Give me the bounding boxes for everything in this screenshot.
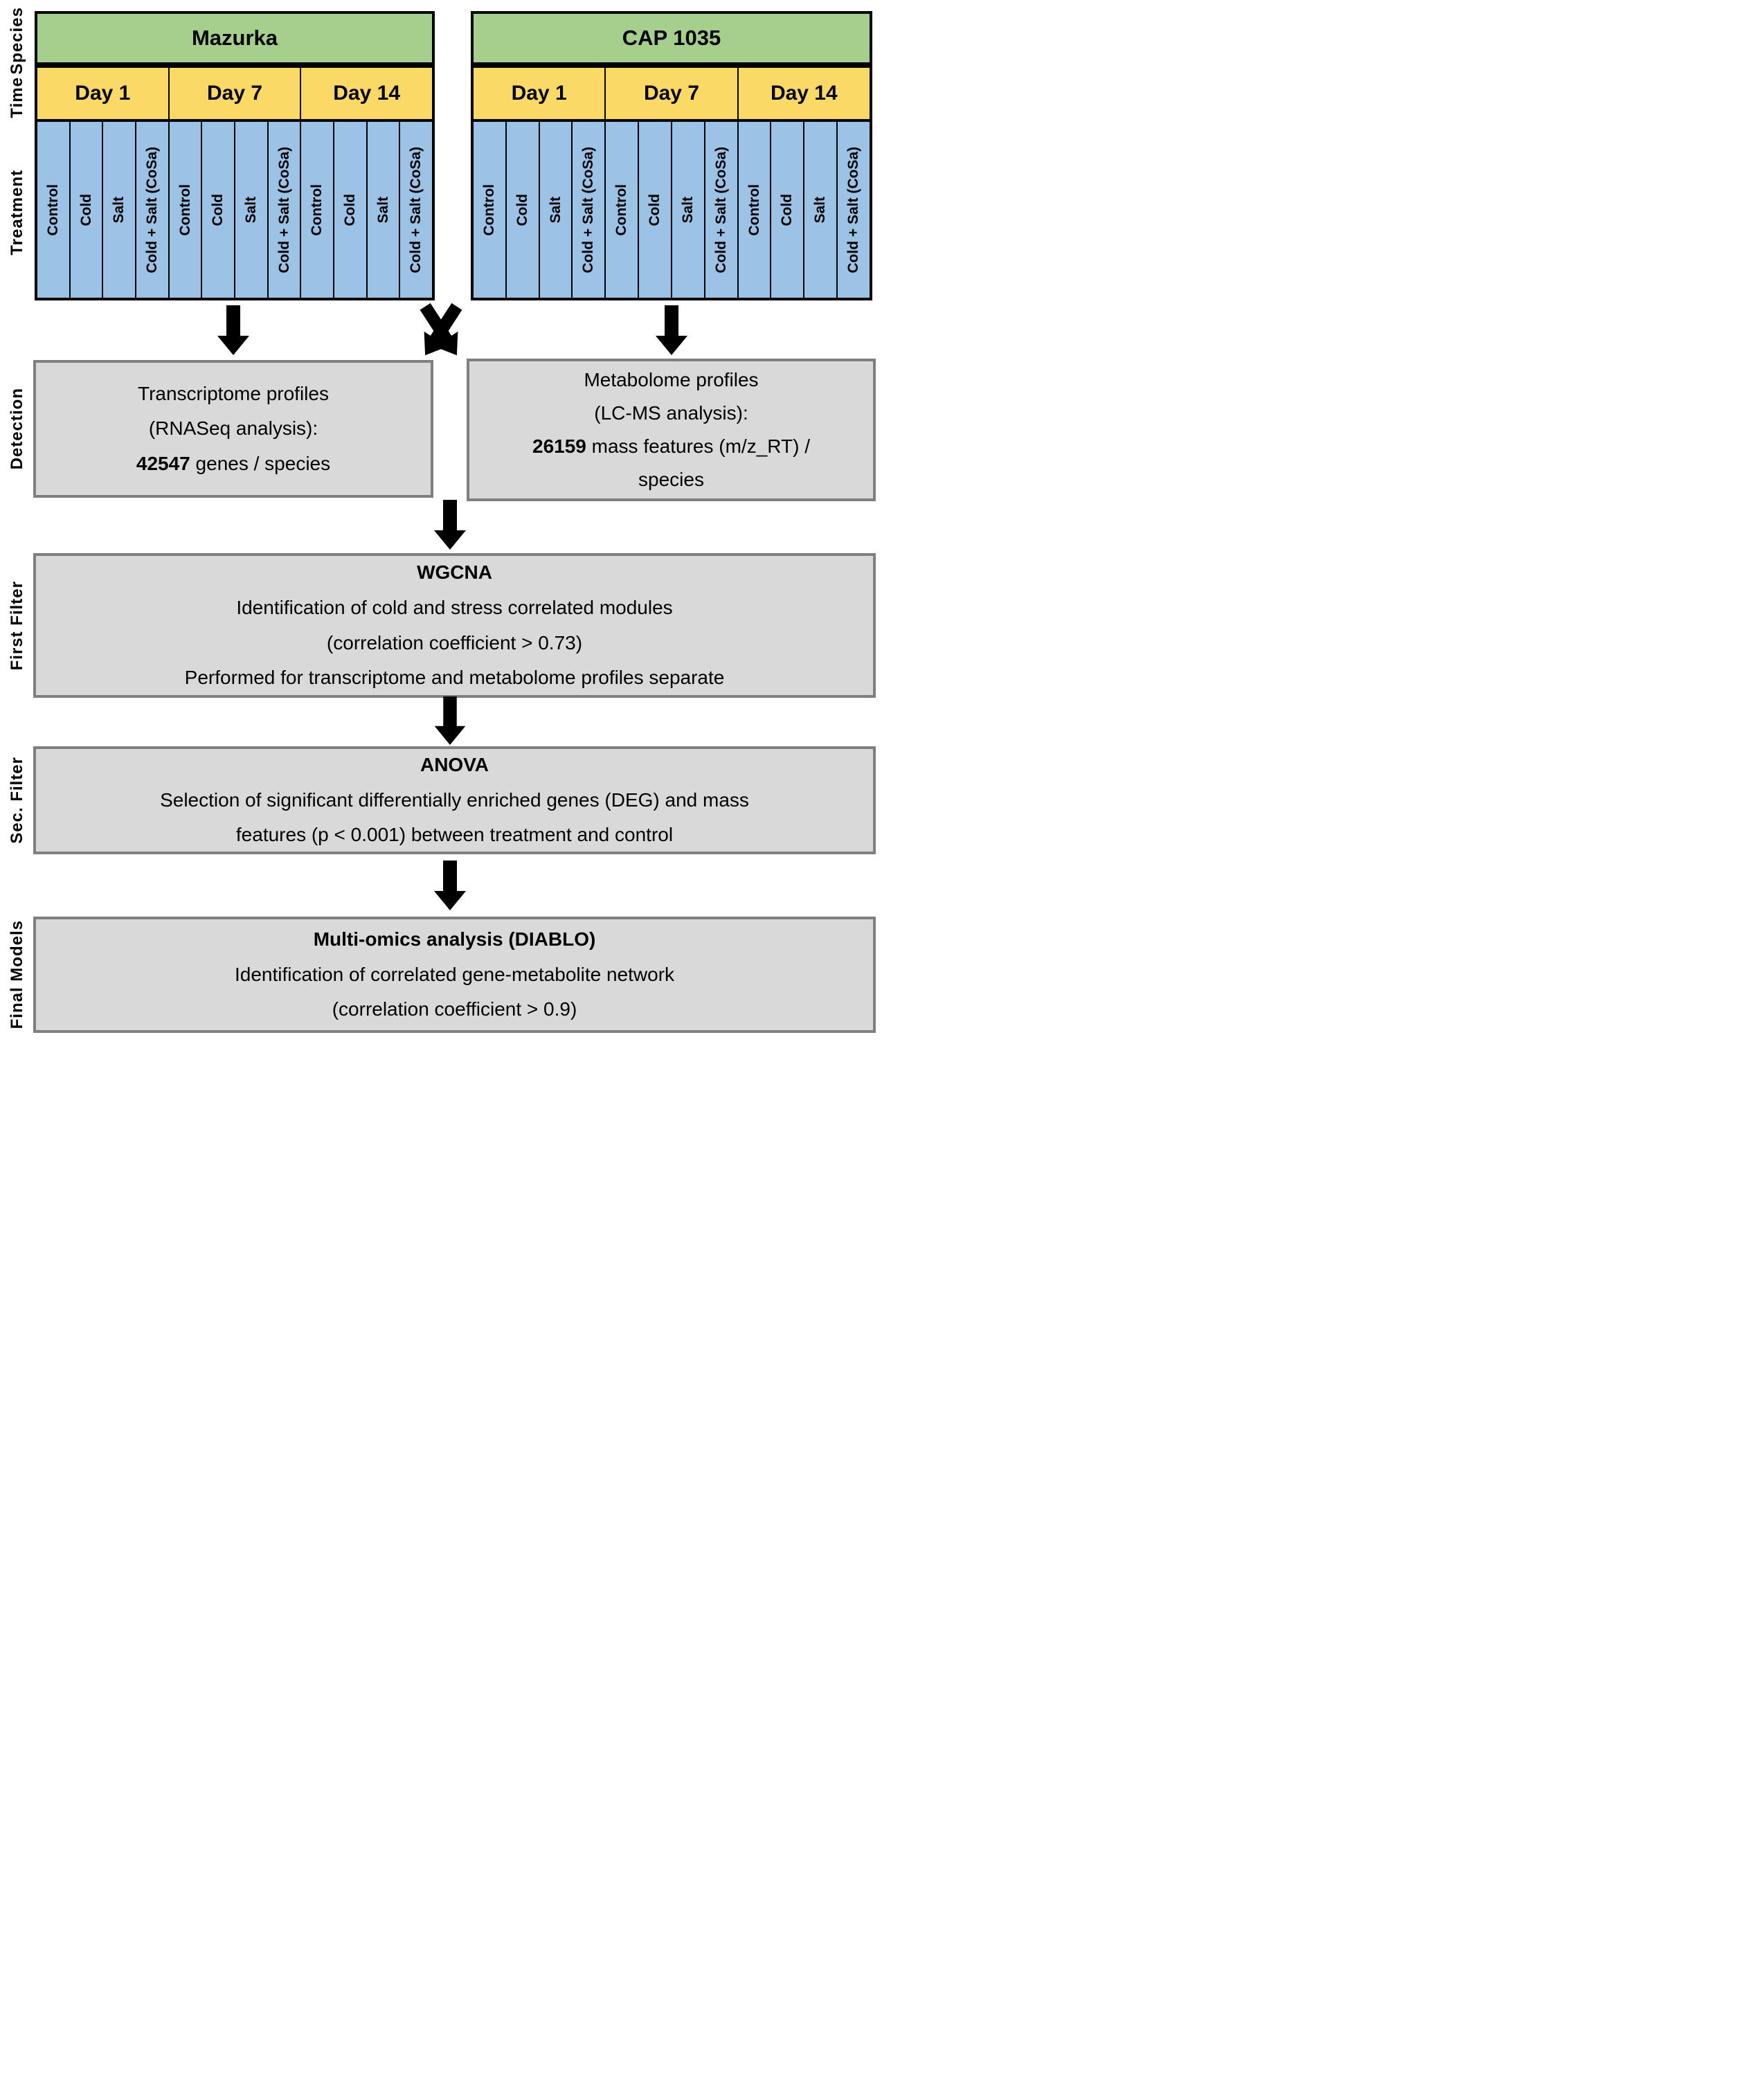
treatment-cell: Cold: [771, 122, 805, 298]
wgcna-line2: (correlation coefficient > 0.73): [326, 631, 583, 654]
transcriptome-line3: 42547 genes / species: [136, 452, 331, 474]
treatment-cell: Cold + Salt (CoSa): [838, 122, 870, 298]
side-label-time-text: Time: [8, 77, 26, 118]
treatment-cell: Cold: [202, 122, 236, 298]
side-label-detection: Detection: [1, 360, 33, 498]
crossing-arrows-icon: [399, 303, 483, 359]
treatment-cell: Cold + Salt (CoSa): [400, 122, 433, 298]
metabolome-box: Metabolome profiles (LC-MS analysis): 26…: [467, 359, 876, 501]
treatment-cell: Salt: [804, 122, 838, 298]
anova-title: ANOVA: [420, 754, 489, 776]
treatment-cell: Salt: [103, 122, 137, 298]
down-arrow-to-final: [434, 861, 466, 910]
treatment-cell: Salt: [235, 122, 269, 298]
treatment-cell: Control: [169, 122, 203, 298]
day-cell: Day 1: [474, 68, 606, 119]
metabolome-line3: 26159 mass features (m/z_RT) /: [532, 435, 810, 457]
day-cell: Day 14: [301, 68, 433, 119]
day-cell: Day 1: [37, 68, 170, 119]
diablo-title: Multi-omics analysis (DIABLO): [313, 928, 596, 951]
side-label-species-text: Species: [8, 7, 26, 75]
treatment-row: Control Cold Salt Cold + Salt (CoSa) Con…: [37, 122, 433, 298]
experiment-table-cap1035: CAP 1035 Day 1 Day 7 Day 14 Control Cold…: [471, 11, 872, 300]
treatment-cell: Cold: [70, 122, 104, 298]
metabolome-line4: species: [638, 469, 704, 491]
day-row: Day 1 Day 7 Day 14: [474, 68, 870, 122]
treatment-cell: Cold + Salt (CoSa): [136, 122, 170, 298]
treatment-cell: Cold: [639, 122, 672, 298]
workflow-figure: Species Time Treatment Detection First F…: [0, 0, 882, 1040]
treatment-cell: Salt: [539, 122, 573, 298]
treatment-cell: Cold + Salt (CoSa): [268, 122, 302, 298]
diablo-box: Multi-omics analysis (DIABLO) Identifica…: [33, 917, 876, 1033]
treatment-cell: Salt: [367, 122, 401, 298]
diablo-line2: (correlation coefficient > 0.9): [332, 998, 577, 1020]
metabolome-line1: Metabolome profiles: [584, 368, 759, 390]
down-arrow-to-anova: [434, 696, 466, 745]
gene-count: 42547: [136, 452, 190, 474]
day-cell: Day 7: [169, 68, 302, 119]
treatment-cell: Cold: [506, 122, 540, 298]
side-label-treatment-text: Treatment: [8, 170, 26, 255]
species-header: CAP 1035: [474, 14, 870, 68]
treatment-cell: Cold: [334, 122, 368, 298]
down-arrow-to-wgcna: [434, 500, 466, 550]
wgcna-box: WGCNA Identification of cold and stress …: [33, 553, 876, 698]
side-label-time: Time: [1, 71, 33, 125]
anova-line2: features (p < 0.001) between treatment a…: [235, 824, 674, 846]
treatment-cell: Control: [738, 122, 772, 298]
side-label-sec-filter: Sec. Filter: [1, 746, 33, 854]
side-label-final-models: Final Models: [1, 917, 33, 1033]
treatment-cell: Cold + Salt (CoSa): [573, 122, 606, 298]
diablo-line1: Identification of correlated gene-metabo…: [234, 963, 675, 985]
treatment-cell: Control: [301, 122, 335, 298]
side-label-detection-text: Detection: [8, 388, 26, 470]
side-label-final-models-text: Final Models: [8, 920, 26, 1029]
treatment-cell: Control: [37, 122, 71, 298]
treatment-cell: Salt: [672, 122, 705, 298]
side-label-first-filter: First Filter: [1, 553, 33, 698]
species-header: Mazurka: [37, 14, 432, 68]
side-label-treatment: Treatment: [1, 125, 33, 300]
wgcna-line1: Identification of cold and stress correl…: [236, 596, 673, 618]
day-cell: Day 14: [738, 68, 870, 119]
down-arrow-right: [656, 305, 687, 355]
wgcna-line3: Performed for transcriptome and metabolo…: [184, 667, 725, 689]
metabolome-line2: (LC-MS analysis):: [594, 402, 748, 424]
transcriptome-line2: (RNASeq analysis):: [148, 417, 318, 440]
day-cell: Day 7: [606, 68, 739, 119]
treatment-cell: Control: [606, 122, 640, 298]
side-label-first-filter-text: First Filter: [8, 580, 26, 671]
treatment-cell: Control: [474, 122, 507, 298]
wgcna-title: WGCNA: [417, 561, 492, 583]
side-label-species: Species: [1, 7, 33, 75]
mass-feature-count: 26159: [532, 435, 586, 457]
treatment-cell: Cold + Salt (CoSa): [705, 122, 739, 298]
transcriptome-box: Transcriptome profiles (RNASeq analysis)…: [33, 360, 433, 498]
day-row: Day 1 Day 7 Day 14: [37, 68, 433, 122]
transcriptome-line1: Transcriptome profiles: [138, 382, 329, 404]
treatment-row: Control Cold Salt Cold + Salt (CoSa) Con…: [474, 122, 870, 298]
down-arrow-left: [217, 305, 249, 355]
anova-line1: Selection of significant differentially …: [160, 789, 749, 811]
anova-box: ANOVA Selection of significant different…: [33, 746, 876, 854]
side-label-sec-filter-text: Sec. Filter: [8, 757, 26, 844]
experiment-table-mazurka: Mazurka Day 1 Day 7 Day 14 Control Cold …: [35, 11, 435, 300]
